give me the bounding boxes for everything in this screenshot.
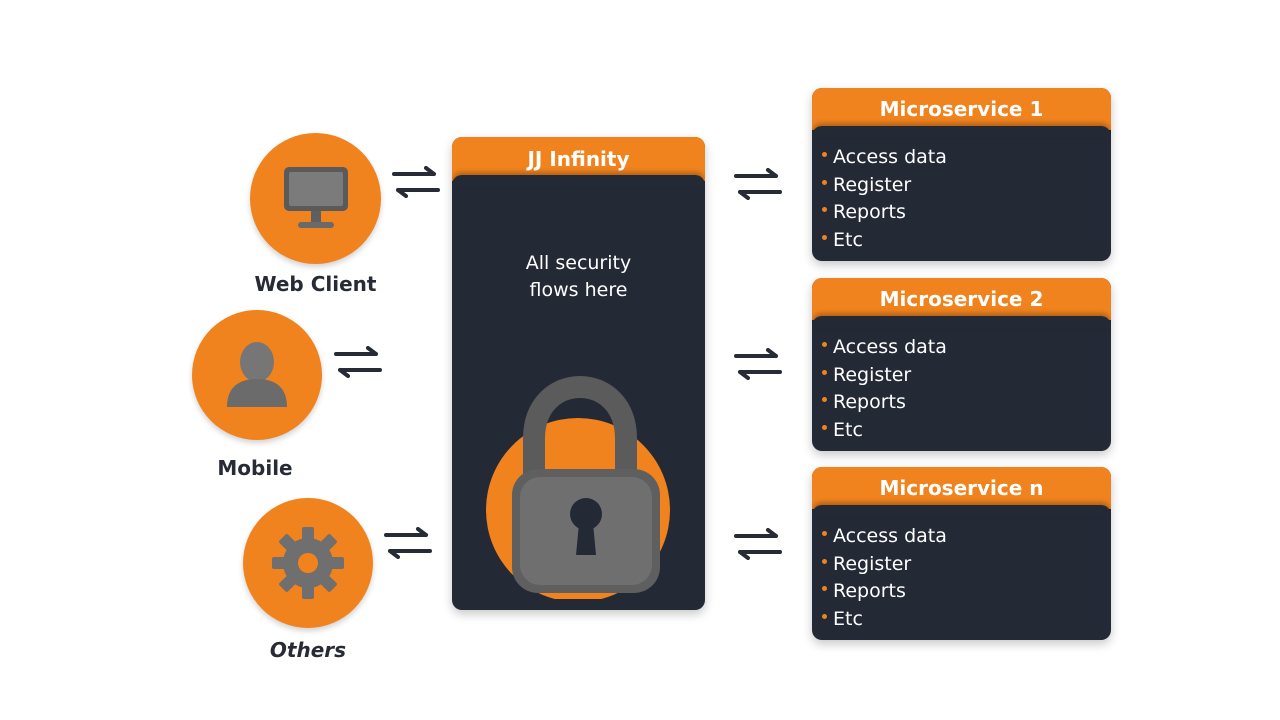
- list-item-label: Reports: [833, 391, 906, 413]
- list-item: Etc: [822, 417, 947, 445]
- msn-exchange-arrows: [734, 528, 782, 560]
- list-item-label: Register: [833, 552, 912, 575]
- gear-icon: [272, 527, 344, 599]
- list-item: Access data: [822, 523, 947, 551]
- list-item: Reports: [822, 389, 947, 417]
- bullet-icon: [822, 424, 827, 430]
- web-client-exchange-arrows: [392, 166, 440, 198]
- others-exchange-arrows: [384, 527, 432, 559]
- list-item: Register: [822, 362, 947, 390]
- bullet-icon: [822, 342, 827, 348]
- list-item-label: Access data: [833, 525, 947, 547]
- microservice-2-list: Access data Register Reports Etc: [822, 334, 947, 444]
- mobile-label: Mobile: [217, 456, 293, 480]
- others-node: [243, 498, 373, 628]
- microservice-1-list: Access data Register Reports Etc: [822, 144, 947, 254]
- jj-infinity-panel: JJ Infinity All security flows here: [452, 137, 705, 610]
- header-divider: [812, 505, 1111, 517]
- bullet-icon: [822, 531, 827, 537]
- bullet-icon: [822, 179, 827, 185]
- list-item: Access data: [822, 334, 947, 362]
- monitor-icon: [283, 166, 348, 228]
- bullet-icon: [822, 397, 827, 403]
- microservice-n-list: Access data Register Reports Etc: [822, 523, 947, 633]
- bullet-icon: [822, 152, 827, 158]
- list-item-label: Register: [833, 363, 912, 386]
- microservice-1-title: Microservice 1: [812, 88, 1111, 130]
- user-icon: [227, 342, 287, 407]
- header-divider: [812, 126, 1111, 138]
- others-label: Others: [269, 638, 347, 662]
- list-item-label: Etc: [833, 607, 863, 630]
- header-divider: [452, 175, 705, 187]
- list-item-label: Access data: [833, 336, 947, 358]
- ms2-exchange-arrows: [734, 348, 782, 380]
- security-caption-line2: flows here: [529, 279, 628, 301]
- mobile-node: [192, 310, 322, 440]
- bullet-icon: [822, 558, 827, 564]
- list-item: Register: [822, 172, 947, 200]
- list-item-label: Etc: [833, 418, 863, 441]
- microservice-n-card: Microservice n Access data Register Repo…: [812, 467, 1111, 640]
- list-item-label: Reports: [833, 201, 906, 223]
- microservice-2-card: Microservice 2 Access data Register Repo…: [812, 278, 1111, 451]
- bullet-icon: [822, 207, 827, 213]
- bullet-icon: [822, 369, 827, 375]
- security-caption: All security flows here: [452, 250, 705, 304]
- bullet-icon: [822, 234, 827, 240]
- padlock-icon: [486, 375, 670, 599]
- web-client-node: [250, 133, 381, 264]
- header-divider: [812, 316, 1111, 328]
- list-item: Reports: [822, 578, 947, 606]
- list-item: Etc: [822, 227, 947, 255]
- list-item: Etc: [822, 606, 947, 634]
- web-client-label: Web Client: [254, 272, 377, 296]
- microservice-1-card: Microservice 1 Access data Register Repo…: [812, 88, 1111, 261]
- microservice-2-title: Microservice 2: [812, 278, 1111, 320]
- list-item: Reports: [822, 199, 947, 227]
- jj-infinity-title: JJ Infinity: [452, 137, 705, 181]
- ms1-exchange-arrows: [734, 168, 782, 200]
- bullet-icon: [822, 586, 827, 592]
- list-item-label: Access data: [833, 146, 947, 168]
- list-item-label: Reports: [833, 580, 906, 602]
- security-caption-line1: All security: [525, 252, 632, 274]
- list-item-label: Register: [833, 173, 912, 196]
- list-item-label: Etc: [833, 228, 863, 251]
- microservice-n-title: Microservice n: [812, 467, 1111, 509]
- list-item: Register: [822, 551, 947, 579]
- mobile-exchange-arrows: [334, 346, 382, 378]
- bullet-icon: [822, 613, 827, 619]
- list-item: Access data: [822, 144, 947, 172]
